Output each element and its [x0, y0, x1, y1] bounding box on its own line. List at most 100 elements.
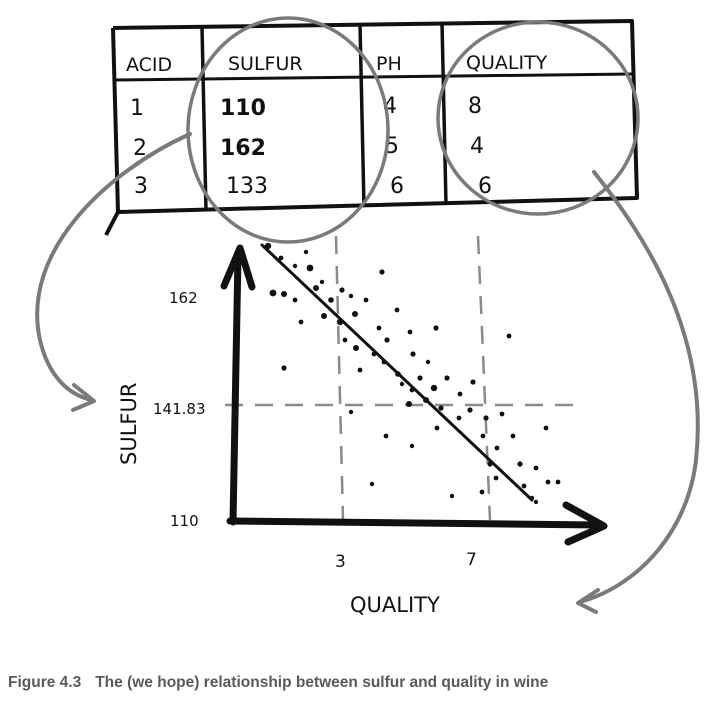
data-point	[409, 443, 415, 449]
data-point	[281, 291, 287, 297]
sulfur-arrowhead-icon	[71, 383, 96, 412]
data-point	[348, 409, 354, 415]
data-point	[353, 345, 359, 351]
data-point	[407, 329, 413, 335]
table-column-divider	[440, 22, 448, 205]
figure-number: Figure 4.3	[8, 674, 82, 691]
data-point	[456, 415, 462, 421]
quality-column-highlight	[436, 20, 640, 216]
data-point	[430, 384, 438, 392]
table-cell: 6	[390, 174, 404, 199]
data-point	[467, 407, 473, 413]
y-tick-label: 162	[169, 289, 198, 307]
data-point	[379, 269, 385, 275]
data-point	[357, 367, 363, 373]
data-point	[449, 493, 455, 499]
data-point	[483, 415, 489, 421]
data-point	[533, 465, 539, 471]
data-point	[555, 479, 561, 485]
trend-line	[260, 243, 534, 502]
x-axis	[226, 517, 602, 529]
data-point	[339, 287, 345, 293]
data-point	[313, 285, 319, 291]
data-point	[348, 293, 354, 299]
data-point	[406, 401, 412, 407]
table-header-sulfur: SULFUR	[228, 53, 303, 75]
data-point	[494, 445, 500, 451]
table-cell: 8	[468, 94, 482, 119]
table-cell: 2	[133, 136, 147, 161]
data-point	[306, 264, 314, 272]
data-point	[363, 297, 369, 303]
data-point	[433, 325, 439, 331]
reference-line-quality-7	[476, 235, 492, 521]
data-point	[493, 475, 499, 481]
data-point	[543, 425, 549, 431]
y-axis-arrow-icon	[220, 244, 256, 291]
data-point	[383, 433, 389, 439]
data-point	[328, 297, 334, 303]
data-point	[384, 337, 390, 343]
data-point	[480, 433, 486, 439]
data-point	[352, 311, 358, 317]
table-header-acid: ACID	[126, 54, 172, 76]
data-point	[292, 263, 298, 269]
data-point	[269, 289, 277, 297]
sulfur-connector-arrow	[35, 132, 192, 402]
data-point	[506, 333, 512, 339]
table-cell: 162	[220, 136, 266, 161]
data-point	[342, 337, 348, 343]
x-axis-arrow-icon	[562, 501, 608, 546]
table-border	[104, 19, 639, 236]
table-header-quality: QUALITY	[466, 52, 548, 74]
data-point	[533, 499, 539, 505]
y-tick-label: 141.83	[153, 400, 206, 418]
data-point	[521, 483, 527, 489]
x-tick-label: 7	[466, 550, 477, 570]
table-cell: 6	[478, 174, 492, 199]
table-cell: 3	[134, 174, 148, 199]
data-point	[281, 365, 287, 371]
quality-connector-arrow	[578, 170, 700, 604]
data-point	[410, 351, 416, 357]
data-point	[303, 249, 309, 255]
data-point	[499, 411, 505, 417]
data-point	[470, 379, 476, 385]
reference-line-quality-3	[334, 235, 345, 521]
data-point	[278, 255, 284, 261]
data-point	[292, 297, 298, 303]
table-cell: 4	[470, 134, 484, 159]
data-point	[298, 319, 304, 325]
y-axis	[229, 252, 242, 526]
scatter-chart: 162 141.83 110 3 7 QUALITY SULFUR	[117, 235, 608, 617]
data-point	[510, 433, 516, 439]
table-column-divider	[200, 26, 208, 212]
quality-arrowhead-icon	[576, 588, 600, 614]
data-point	[376, 325, 382, 331]
data-point	[444, 375, 450, 381]
data-point	[319, 279, 325, 285]
y-tick-label: 110	[170, 512, 199, 530]
data-point	[438, 405, 444, 411]
y-axis-label: SULFUR	[117, 383, 141, 465]
sulfur-column-highlight	[186, 16, 390, 244]
x-axis-label: QUALITY	[350, 593, 440, 617]
data-point	[545, 479, 551, 485]
figure-caption: Figure 4.3 The (we hope) relationship bet…	[8, 674, 548, 692]
data-point	[399, 381, 405, 387]
data-point	[434, 425, 440, 431]
x-tick-label: 3	[335, 552, 346, 572]
data-point	[369, 481, 375, 487]
caption-text: The (we hope) relationship between sulfu…	[95, 674, 549, 691]
table-cell: 133	[226, 174, 268, 199]
table-header-ph: PH	[376, 53, 402, 75]
data-point	[425, 359, 431, 365]
data-point	[457, 391, 463, 397]
table-cell: 1	[130, 96, 144, 121]
reference-lines	[225, 235, 578, 521]
data-point	[417, 375, 423, 381]
table-cell: 110	[220, 96, 266, 121]
data-point	[517, 461, 523, 467]
data-point	[321, 313, 327, 319]
